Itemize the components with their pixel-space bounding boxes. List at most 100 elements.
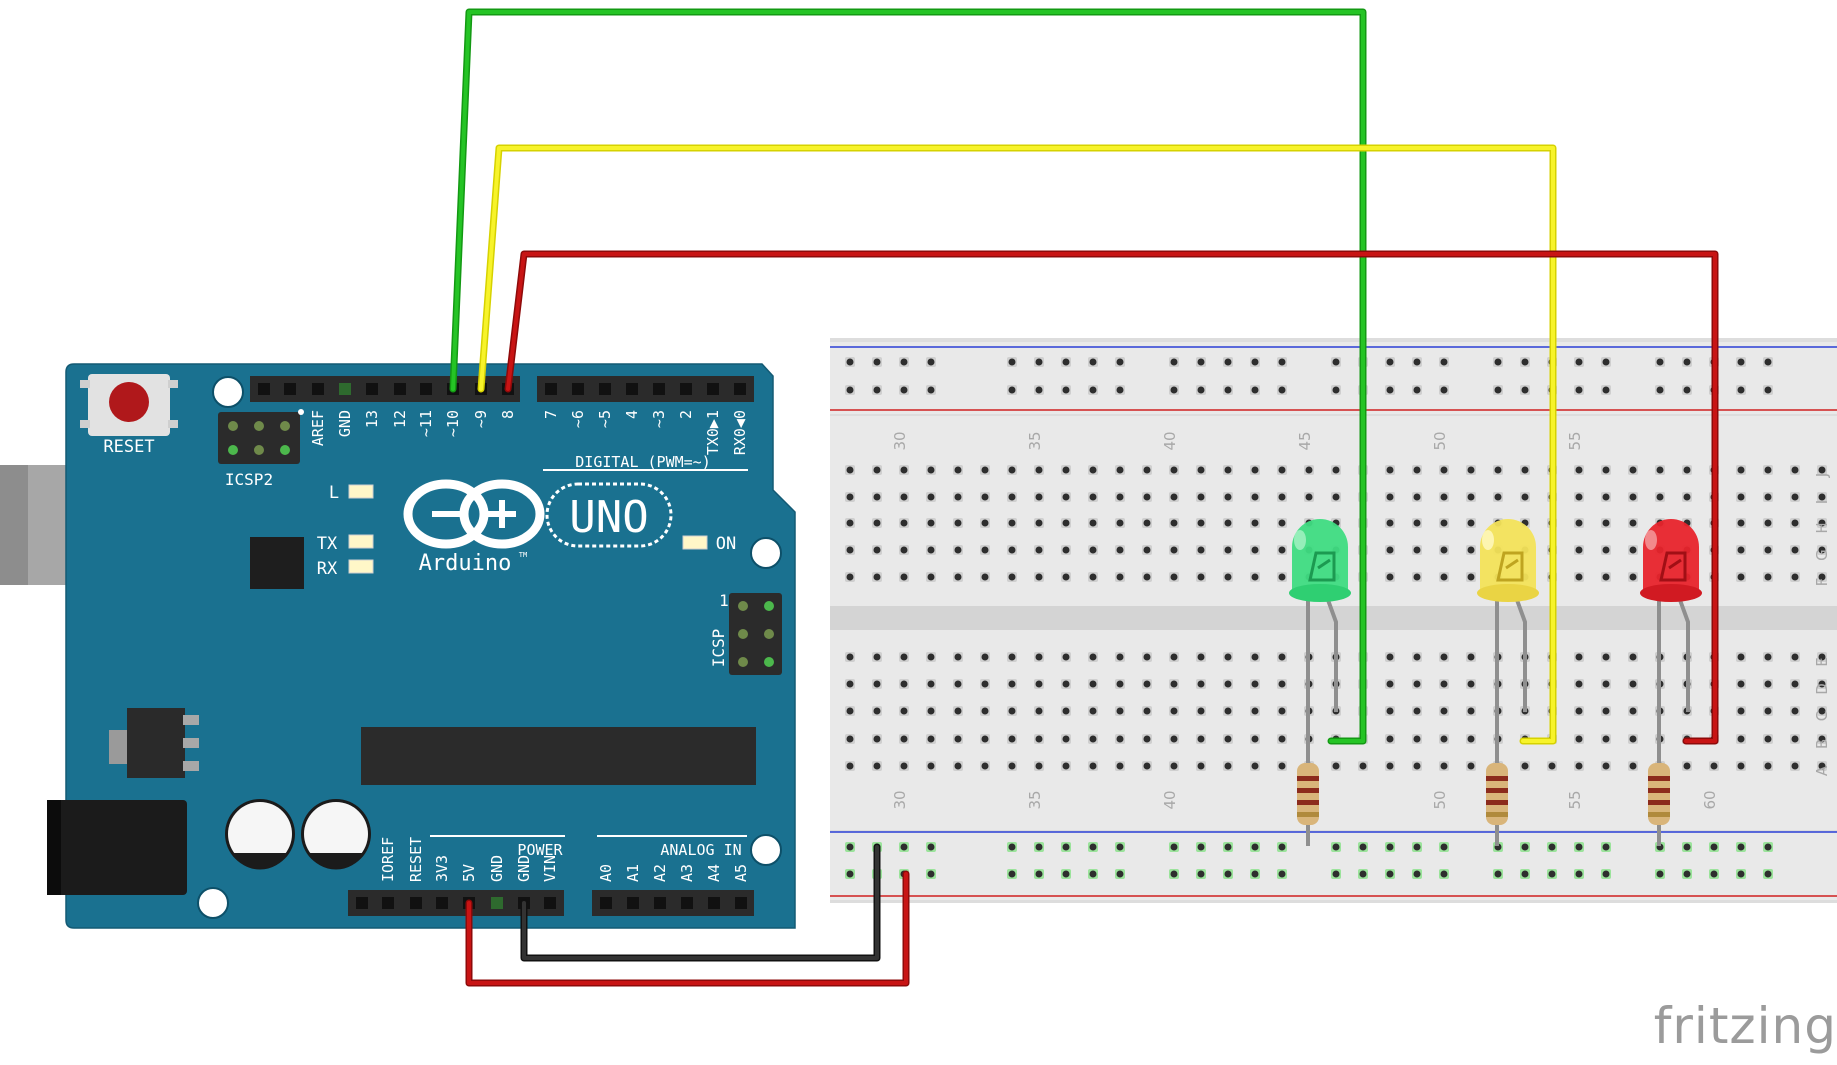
breadboard-hole <box>1007 465 1017 475</box>
breadboard-hole <box>980 465 990 475</box>
breadboard-hole <box>1277 706 1287 716</box>
rail-hole <box>1034 385 1044 395</box>
rail-hole <box>1034 869 1044 879</box>
header-pin <box>436 897 448 909</box>
breadboard-hole <box>1196 761 1206 771</box>
breadboard-hole <box>1790 465 1800 475</box>
breadboard-hole <box>1385 465 1395 475</box>
icsp2-label: ICSP2 <box>225 470 273 489</box>
breadboard-hole <box>1601 545 1611 555</box>
breadboard-hole <box>899 518 909 528</box>
rail-hole <box>1331 357 1341 367</box>
header-pin <box>735 897 747 909</box>
breadboard-hole <box>1196 734 1206 744</box>
breadboard-hole <box>980 652 990 662</box>
breadboard-hole <box>1601 706 1611 716</box>
power-jack <box>47 800 187 895</box>
breadboard-hole <box>1385 734 1395 744</box>
rail-hole <box>1493 357 1503 367</box>
breadboard-hole <box>1790 652 1800 662</box>
rail-hole <box>1331 842 1341 852</box>
column-number: 30 <box>891 790 909 809</box>
breadboard-hole <box>1169 706 1179 716</box>
rail-hole <box>1061 357 1071 367</box>
breadboard-hole <box>872 518 882 528</box>
breadboard-hole <box>1574 652 1584 662</box>
breadboard-hole <box>1196 518 1206 528</box>
breadboard-hole <box>1736 545 1746 555</box>
rail-hole <box>1277 869 1287 879</box>
breadboard-hole <box>1736 652 1746 662</box>
breadboard-hole <box>1142 572 1152 582</box>
column-number: 50 <box>1431 431 1449 450</box>
rail-hole <box>1412 842 1422 852</box>
breadboard-hole <box>1115 734 1125 744</box>
rail-hole <box>1169 357 1179 367</box>
rail-hole <box>1439 869 1449 879</box>
breadboard-hole <box>1250 706 1260 716</box>
reset-button[interactable] <box>80 374 178 436</box>
breadboard-hole <box>980 761 990 771</box>
rail-hole <box>1196 869 1206 879</box>
rail-hole <box>1061 869 1071 879</box>
breadboard-hole <box>953 518 963 528</box>
breadboard-hole <box>1466 465 1476 475</box>
breadboard-hole <box>1088 518 1098 528</box>
rail-hole <box>1277 357 1287 367</box>
rail-hole <box>1412 357 1422 367</box>
breadboard-hole <box>872 465 882 475</box>
breadboard-hole <box>1061 465 1071 475</box>
breadboard-hole <box>1169 545 1179 555</box>
rail-hole <box>1439 385 1449 395</box>
icsp-header <box>729 593 782 675</box>
breadboard-hole <box>953 545 963 555</box>
rail-hole <box>1007 385 1017 395</box>
column-number: 50 <box>1431 790 1449 809</box>
breadboard-hole <box>1817 734 1827 744</box>
header-pin <box>707 383 719 395</box>
rail-hole <box>1115 385 1125 395</box>
header-pin <box>680 383 692 395</box>
rail-hole <box>1250 357 1260 367</box>
breadboard-hole <box>899 761 909 771</box>
rail-hole <box>845 357 855 367</box>
bottom-header-holes <box>356 897 747 909</box>
rail-hole <box>1709 842 1719 852</box>
breadboard-hole <box>1277 761 1287 771</box>
row-letter: A <box>1813 765 1831 776</box>
breadboard-hole <box>1142 492 1152 502</box>
breadboard-hole <box>1142 679 1152 689</box>
rail-hole <box>1439 842 1449 852</box>
breadboard-hole <box>1223 545 1233 555</box>
rail-hole <box>899 357 909 367</box>
breadboard-hole <box>980 706 990 716</box>
resistor <box>1297 740 1319 846</box>
breadboard-hole <box>1466 545 1476 555</box>
breadboard-hole <box>1601 761 1611 771</box>
breadboard-hole <box>1439 652 1449 662</box>
breadboard-hole <box>1439 706 1449 716</box>
breadboard-hole <box>1574 465 1584 475</box>
breadboard-hole <box>1817 545 1827 555</box>
breadboard-hole <box>872 572 882 582</box>
rail-hole <box>1682 842 1692 852</box>
breadboard-hole <box>1196 652 1206 662</box>
breadboard-hole <box>1115 679 1125 689</box>
rail-hole <box>1007 869 1017 879</box>
rail-hole <box>1196 385 1206 395</box>
rail-hole <box>1007 357 1017 367</box>
column-number: 30 <box>891 431 909 450</box>
fritzing-watermark: fritzing <box>1653 997 1837 1055</box>
green-led <box>1289 519 1351 602</box>
breadboard-hole <box>1007 706 1017 716</box>
breadboard-hole <box>1196 572 1206 582</box>
breadboard-hole <box>1115 572 1125 582</box>
breadboard-hole <box>1790 761 1800 771</box>
breadboard-hole <box>1763 706 1773 716</box>
header-pin <box>258 383 270 395</box>
rail-hole <box>1736 869 1746 879</box>
breadboard-hole <box>1385 679 1395 689</box>
breadboard-hole <box>1412 545 1422 555</box>
